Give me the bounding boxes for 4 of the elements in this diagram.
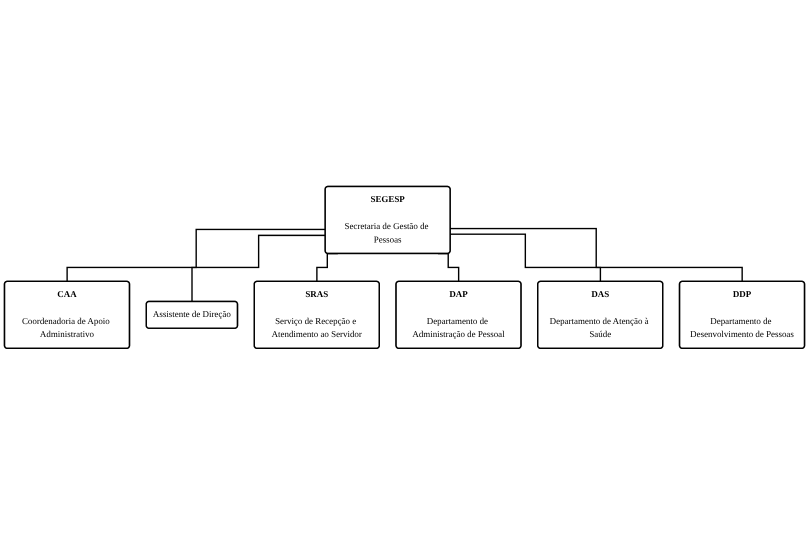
connector: [66, 228, 326, 282]
connector: [450, 234, 602, 282]
connector: [450, 228, 743, 282]
connector: [191, 234, 326, 303]
